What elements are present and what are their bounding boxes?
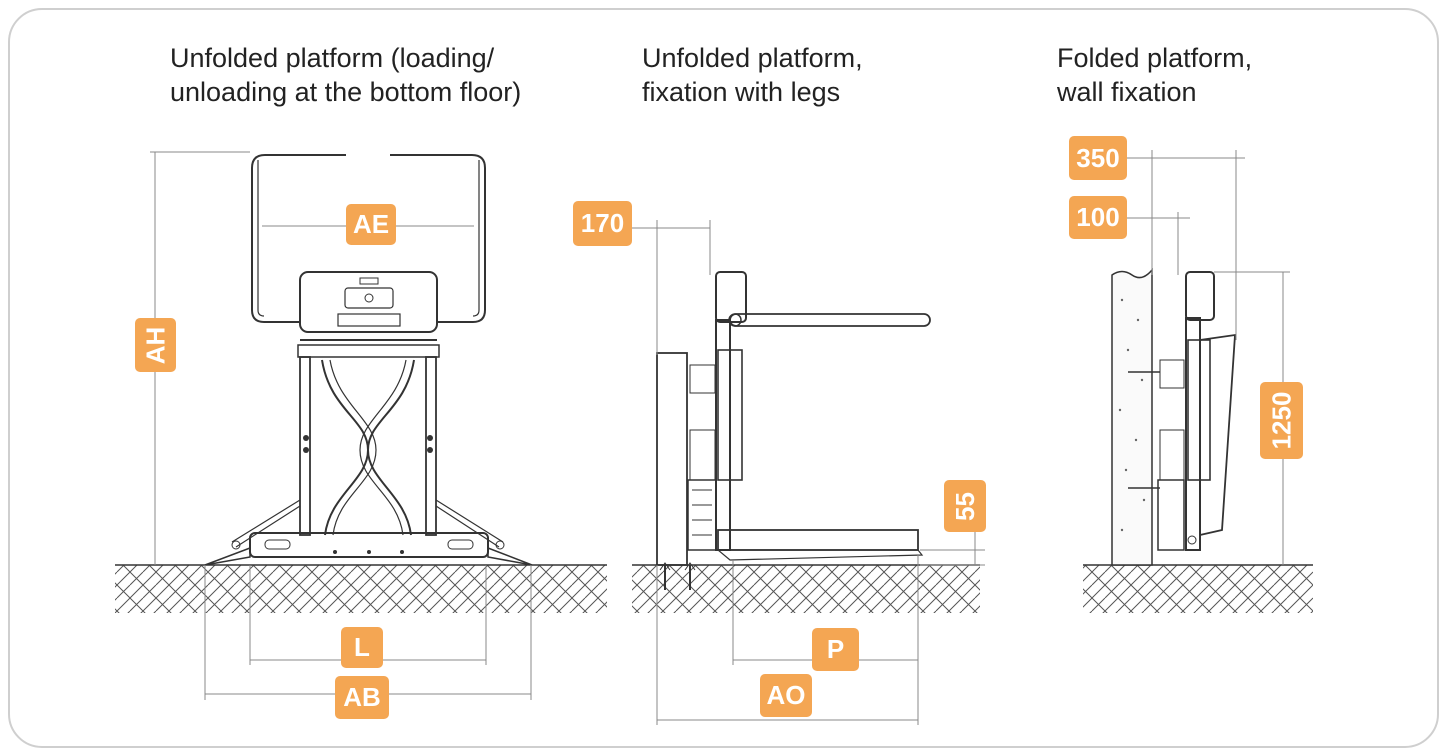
caption-bottom-floor: Unfolded platform (loading/ unloading at… — [170, 41, 521, 109]
dimension-tag-AE: AE — [346, 204, 396, 245]
ground-hatch-front — [115, 565, 607, 613]
dimension-label-AH: AH — [140, 326, 170, 364]
caption-wall: Folded platform, wall fixation — [1057, 41, 1252, 109]
caption-wall-line-1: Folded platform, — [1057, 43, 1253, 73]
ground-hatch-wall — [1083, 565, 1313, 613]
dimension-tag-AO: AO — [760, 674, 812, 717]
caption-legs-line-2: fixation with legs — [642, 77, 841, 107]
dimension-label-55: 55 — [949, 491, 980, 521]
dimension-tag-AH: AH — [135, 318, 176, 372]
dimension-label-170: 170 — [580, 208, 625, 238]
dimension-label-1250: 1250 — [1266, 391, 1296, 450]
dimension-label-AE: AE — [352, 209, 390, 239]
dimension-tag-AB: AB — [335, 676, 389, 719]
dimension-tag-100: 100 — [1069, 196, 1127, 239]
dimension-tag-1250: 1250 — [1260, 382, 1303, 459]
caption-bottom-floor-line-2: unloading at the bottom floor) — [170, 77, 522, 107]
dimension-label-350: 350 — [1076, 142, 1120, 173]
dimension-tag-L: L — [341, 627, 383, 668]
caption-legs: Unfolded platform, fixation with legs — [642, 41, 863, 109]
dimension-label-L: L — [354, 632, 370, 662]
dimension-tag-170: 170 — [573, 201, 632, 246]
caption-legs-line-1: Unfolded platform, — [642, 43, 863, 73]
caption-wall-line-2: wall fixation — [1057, 77, 1197, 107]
dimension-label-AB: AB — [343, 682, 381, 712]
side-view-wall — [1083, 150, 1313, 613]
ground-hatch-legs — [632, 565, 980, 613]
drawing-frame — [8, 8, 1439, 748]
dimension-label-100: 100 — [1076, 202, 1120, 232]
dimension-tag-P: P — [812, 628, 859, 671]
side-view-legs — [632, 220, 985, 725]
dimension-label-AO: AO — [766, 680, 806, 710]
front-view — [115, 151, 607, 700]
dimension-tag-350: 350 — [1069, 136, 1127, 180]
dimension-label-P: P — [826, 634, 845, 664]
caption-bottom-floor-line-1: Unfolded platform (loading/ — [170, 43, 495, 73]
dimension-tag-55: 55 — [944, 480, 986, 532]
